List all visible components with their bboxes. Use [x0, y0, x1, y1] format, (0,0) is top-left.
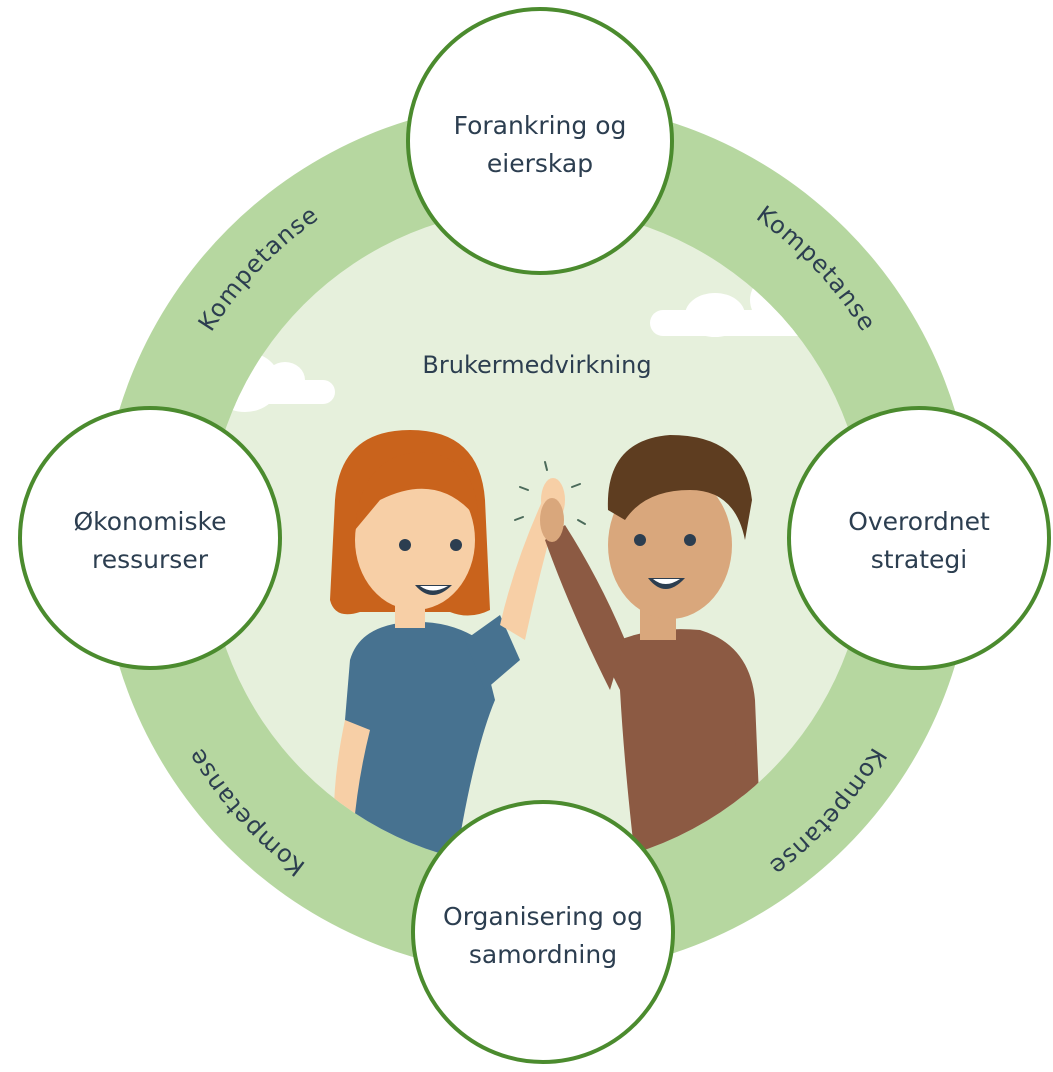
node-label-line: Forankring og [454, 111, 627, 140]
node-label-line: eierskap [487, 149, 593, 178]
node-forankring: Forankring og eierskap [406, 7, 674, 275]
sparkle-icon [514, 461, 586, 525]
node-label-line: samordning [469, 940, 617, 969]
node-label-line: Organisering og [443, 902, 643, 931]
node-label-line: strategi [871, 545, 967, 574]
node-label-line: Overordnet [848, 507, 990, 536]
node-okonomiske: Økonomiske ressurser [18, 406, 282, 670]
center-label: Brukermedvirkning [422, 351, 651, 379]
node-label-line: Økonomiske [74, 507, 227, 536]
node-overordnet: Overordnet strategi [787, 406, 1051, 670]
node-organisering: Organisering og samordning [411, 800, 675, 1064]
node-label-line: ressurser [92, 545, 209, 574]
